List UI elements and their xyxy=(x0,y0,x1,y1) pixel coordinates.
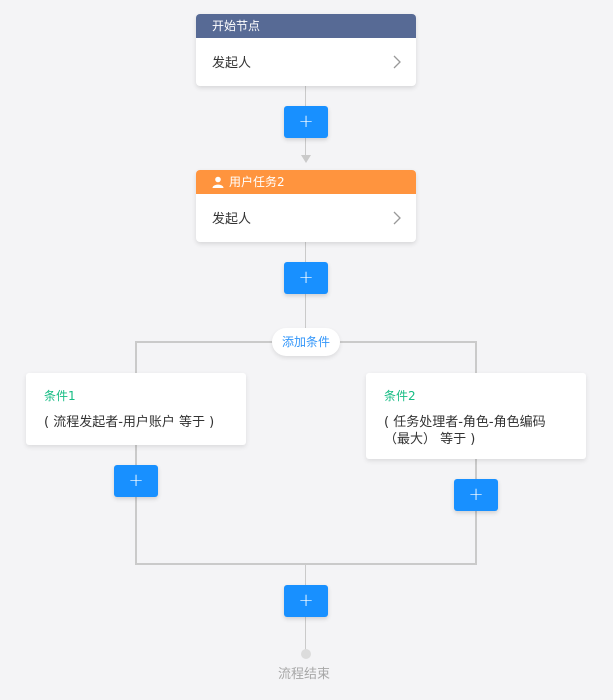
end-label: 流程结束 xyxy=(278,667,331,682)
user-task-title: 用户任务2 xyxy=(229,175,285,189)
start-node-assignee: 发起人 xyxy=(212,56,252,71)
start-node[interactable]: 开始节点 发起人 xyxy=(196,14,416,86)
condition-title: 条件2 xyxy=(384,389,416,403)
start-node-title: 开始节点 xyxy=(212,19,261,33)
start-node-body[interactable]: 发起人 xyxy=(196,38,416,85)
user-task-node[interactable]: 用户任务2 发起人 xyxy=(196,170,416,242)
arrow-down-icon xyxy=(301,155,311,163)
chevron-right-icon xyxy=(393,55,401,68)
start-node-header: 开始节点 xyxy=(196,14,416,38)
add-node-button[interactable]: + xyxy=(284,262,328,294)
end-dot xyxy=(301,649,311,659)
user-task-body[interactable]: 发起人 xyxy=(196,194,416,241)
condition-title: 条件1 xyxy=(44,389,76,403)
branch-left-line xyxy=(135,341,137,564)
condition-card[interactable]: 条件2 ( 任务处理者-角色-角色编码 （最大） 等于 ) xyxy=(366,373,586,459)
branch-bottom-line xyxy=(135,563,477,565)
add-node-button[interactable]: + xyxy=(454,479,498,511)
condition-description: ( 任务处理者-角色-角色编码 （最大） 等于 ) xyxy=(384,415,546,447)
condition-card[interactable]: 条件1 ( 流程发起者-用户账户 等于 ) xyxy=(26,373,246,445)
add-node-button[interactable]: + xyxy=(284,585,328,617)
add-node-button[interactable]: + xyxy=(114,465,158,497)
user-icon xyxy=(212,176,224,188)
add-node-button[interactable]: + xyxy=(284,106,328,138)
user-task-assignee: 发起人 xyxy=(212,212,252,227)
user-task-header: 用户任务2 xyxy=(196,170,416,194)
chevron-right-icon xyxy=(393,211,401,224)
add-condition-button[interactable]: 添加条件 xyxy=(272,328,341,356)
condition-description: ( 流程发起者-用户账户 等于 ) xyxy=(44,415,215,430)
